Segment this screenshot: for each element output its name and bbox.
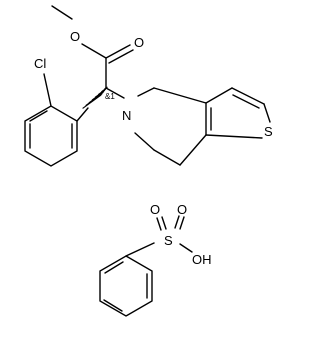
clopidogrel-molecule: O O Cl N S &1 xyxy=(24,5,273,167)
sulfonyl-oxygen-right-label: O xyxy=(177,202,187,217)
nitrogen-label: N xyxy=(122,108,131,123)
bond-ring-sulfur xyxy=(125,242,155,257)
carbonyl-oxygen-label: O xyxy=(134,35,144,50)
sulfonic-sulfur-label: S xyxy=(164,233,173,248)
bond-carbonyl-b xyxy=(108,49,134,64)
bond-ch2-n xyxy=(134,132,155,151)
bond-s-o-double-a xyxy=(156,217,162,231)
bond-chiral-nitrogen xyxy=(105,87,125,99)
ring-double-bond xyxy=(29,110,48,122)
bond-methyl xyxy=(51,5,73,20)
bond-carbonyl-a xyxy=(105,44,131,59)
bond-s-oh xyxy=(179,243,193,253)
sulfonyl-oxygen-left-label: O xyxy=(150,202,160,217)
bond-s-o-double-b xyxy=(161,216,167,230)
benzenesulfonic-acid-molecule: S O O OH xyxy=(99,202,212,317)
bond-s-c7a xyxy=(205,134,263,139)
hashed-wedge-bond xyxy=(82,86,108,109)
ring-double-bond xyxy=(103,299,123,312)
chlorine-label: Cl xyxy=(34,56,46,71)
bond-ester-o-carbonyl xyxy=(81,43,107,59)
bond-c2-s xyxy=(263,103,271,123)
ester-oxygen-label: O xyxy=(70,29,80,44)
bond-c3a-c3 xyxy=(205,87,233,104)
ring-double-bond xyxy=(104,261,124,274)
stereo-descriptor-label: &1 xyxy=(105,92,115,101)
bond-s-o-double-a xyxy=(174,215,180,229)
chlorophenyl-ring xyxy=(24,105,78,167)
hydroxyl-label: OH xyxy=(192,252,212,267)
bond-n-ch2 xyxy=(137,87,155,97)
benzene-ring xyxy=(99,255,153,317)
bond-ch2-ch2 xyxy=(153,149,181,166)
bond-c3-c2 xyxy=(231,87,265,105)
bond-ch2-c3a xyxy=(153,87,207,104)
sulfur-label: S xyxy=(264,124,273,139)
bond-c7a-ch2 xyxy=(179,134,207,166)
chemical-structure-figure: O O Cl N S &1 S O O OH xyxy=(24,5,273,317)
bond-s-o-double-b xyxy=(179,216,185,230)
bond-phenyl-chlorine xyxy=(43,73,52,107)
bond-phenyl-chiral xyxy=(76,107,89,122)
bond-c3-c2-inner xyxy=(232,94,260,109)
